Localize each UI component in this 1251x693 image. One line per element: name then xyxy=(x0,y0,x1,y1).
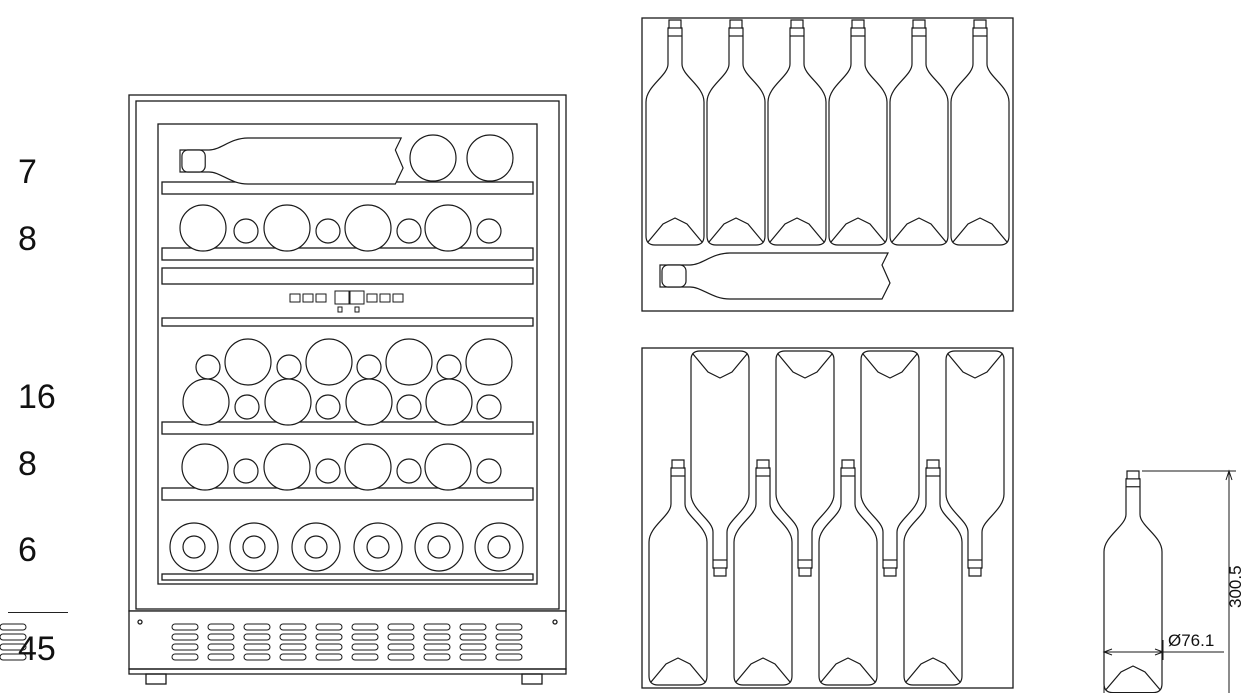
sum-divider-line xyxy=(8,612,68,613)
shelf-count-top: 7 xyxy=(18,153,37,191)
shelf-count-double: 16 xyxy=(18,378,56,416)
vent-grille xyxy=(0,623,27,661)
height-label: 300.5 xyxy=(1226,565,1245,608)
upright-shelf-diagram xyxy=(641,17,1014,312)
shelf-rails xyxy=(161,181,534,581)
single-bottle-dimension-view xyxy=(1102,469,1236,693)
shelf-count-fourth: 8 xyxy=(18,445,37,483)
control-panel xyxy=(289,290,404,313)
alternating-shelf-diagram xyxy=(641,347,1014,689)
diameter-label: Ø76.1 xyxy=(1168,631,1214,650)
shelf-count-bottom: 6 xyxy=(18,531,37,569)
shelf-count-second: 8 xyxy=(18,220,37,258)
